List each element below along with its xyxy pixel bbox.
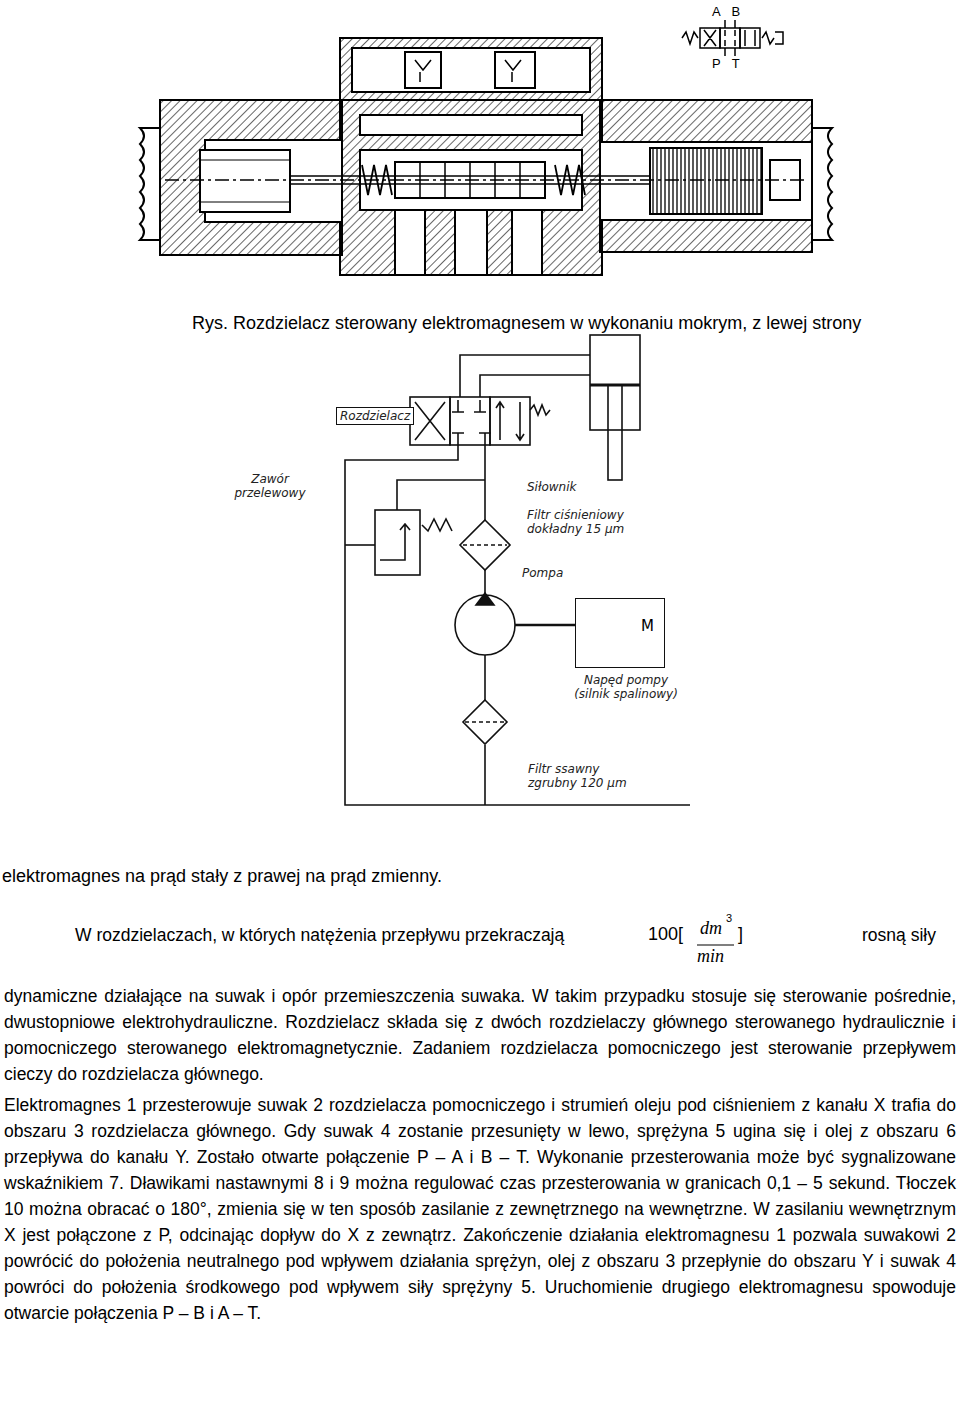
drawing-part [290, 175, 650, 177]
figure-caption: Rys. Rozdzielacz sterowany elektromagnes… [192, 313, 861, 334]
drawing-part [340, 38, 602, 100]
drawing-part [352, 48, 590, 92]
formula: ] [738, 924, 743, 945]
drawing-part [465, 721, 505, 723]
drawing-part [724, 48, 726, 56]
port-label: A B [712, 4, 744, 19]
drawing-part [495, 52, 535, 88]
drawing-part [415, 400, 524, 445]
drawing-part [460, 355, 590, 397]
port-label: P T [712, 56, 744, 71]
drawing-part [380, 524, 410, 560]
component-label: Filtr ssawny zgrubny 120 μm [528, 762, 628, 790]
body-text: W rozdzielaczach, w których natężenia pr… [75, 925, 564, 946]
drawing-part [512, 210, 542, 275]
drawing-part [422, 519, 452, 531]
component-label: Zawór przelewowy [228, 472, 312, 500]
drawing-part [345, 544, 375, 546]
drawing-part [720, 28, 740, 48]
drawing-part [450, 397, 490, 445]
drawing-part [490, 397, 530, 445]
formula: 100[ [648, 924, 683, 945]
drawing-part [484, 445, 486, 805]
hydraulic-circuit [345, 335, 690, 805]
drawing-part [812, 128, 832, 240]
drawing-part [530, 405, 550, 415]
drawing-part [704, 30, 755, 46]
formula: min [697, 946, 724, 967]
drawing-part [515, 624, 575, 627]
node-text: Rozdzielacz [340, 409, 410, 423]
formula: 3 [726, 912, 732, 924]
drawing-part [200, 150, 290, 212]
drawing-part [600, 142, 812, 220]
component-label: Pompa [522, 566, 563, 580]
valve-drawing [140, 38, 832, 275]
drawing-part [160, 100, 342, 255]
drawing-part [463, 700, 507, 744]
drawing-part [460, 520, 510, 570]
component-label: Siłownik [527, 480, 576, 494]
figure-caption: elektromagnes na prąd stały z prawej na … [2, 866, 442, 887]
drawing-part [734, 20, 736, 28]
body-text: dynamiczne działające na suwak i opór pr… [4, 983, 956, 1087]
drawing-part [476, 593, 494, 605]
drawing-part [455, 210, 487, 275]
drawing-part [608, 385, 622, 480]
drawing-part [140, 128, 160, 240]
fraction-bar [697, 945, 734, 946]
drawing-part [724, 20, 726, 28]
valve-symbol [682, 20, 783, 56]
node-text: M [641, 617, 654, 635]
drawing-part [463, 544, 507, 546]
body-text: Elektromagnes 1 przesterowuje suwak 2 ro… [4, 1092, 956, 1326]
node-text: Napęd pompy (silnik spalinowy) [570, 673, 682, 701]
component-label: Filtr ciśnieniowy dokładny 15 μm [527, 508, 637, 536]
drawing-part [345, 445, 690, 805]
drawing-part [395, 210, 425, 275]
drawing-part [682, 32, 783, 44]
drawing-part [590, 335, 640, 430]
drawing-part [360, 115, 582, 135]
drawing-part [734, 48, 736, 56]
drawing-part [165, 179, 805, 181]
drawing-part [415, 60, 521, 82]
drawing-part [200, 160, 290, 202]
drawing-part [697, 944, 734, 945]
drawing-part [397, 480, 485, 510]
drawing-part [740, 28, 760, 48]
body-text: rosną siły [862, 925, 936, 946]
drawing-part [340, 100, 602, 275]
tag-box: Rozdzielacz [336, 407, 414, 425]
drawing-part [375, 510, 420, 575]
formula: dm [700, 918, 722, 939]
motor-box: MNapęd pompy (silnik spalinowy) [575, 598, 665, 668]
drawing-part [650, 148, 762, 214]
drawing-part [290, 183, 650, 185]
